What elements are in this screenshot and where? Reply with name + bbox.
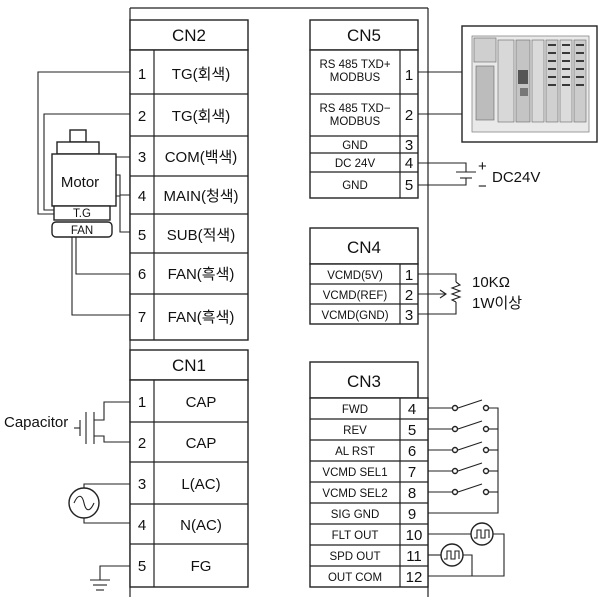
potentiometer-symbol: 10KΩ 1W이상 <box>418 273 522 315</box>
dc24v-source-symbol: + − DC24V <box>418 158 540 195</box>
cn4-title: CN4 <box>347 238 381 257</box>
cn5-pin-2-num: 2 <box>405 107 413 124</box>
cn2-pin-2-label: TG(회색) <box>172 108 230 125</box>
cn2-pin-5-num: 5 <box>138 227 146 244</box>
cn2-pin-1-num: 1 <box>138 66 146 83</box>
cn3-pin-5-label: REV <box>343 425 367 437</box>
cn2-pin-3-num: 3 <box>138 149 146 166</box>
plc-module-image <box>461 25 598 143</box>
cn2-pin-2-num: 2 <box>138 108 146 125</box>
cn2-pin-6-num: 6 <box>138 266 146 283</box>
switch-fwd <box>428 399 490 412</box>
cn2-pin-4-label: MAIN(청색) <box>163 188 238 205</box>
cn3-pin-4-label: FWD <box>342 404 368 416</box>
capacitor-symbol: Capacitor <box>4 401 130 444</box>
cn1-pin-2-num: 2 <box>138 435 146 452</box>
cn3-pin-11-num: 11 <box>406 548 422 565</box>
cn5-pin-1-line2: MODBUS <box>330 72 381 84</box>
cn3-title: CN3 <box>347 372 381 391</box>
cn3-pin-9-label: SIG GND <box>331 509 380 521</box>
cn2-pin-3-label: COM(백색) <box>165 149 238 166</box>
cn4-pin-1-label: VCMD(5V) <box>327 270 383 282</box>
ground-symbol <box>90 565 130 591</box>
input-switches <box>428 399 499 514</box>
cn2-title: CN2 <box>172 26 206 45</box>
dc24v-label: DC24V <box>492 169 540 186</box>
cn5-pin-2-line2: MODBUS <box>330 116 381 128</box>
cn5-connector: CN5 RS 485 TXD+ MODBUS 1 RS 485 TXD− MOD… <box>309 19 419 199</box>
dc24v-minus: − <box>478 178 487 195</box>
motor-symbol: Motor T.G FAN <box>51 129 117 238</box>
cn2-pin-7-label: FAN(흑색) <box>168 308 235 326</box>
motor-label: Motor <box>61 174 99 191</box>
resistor-value: 10KΩ <box>472 274 510 291</box>
cn1-pin-5-label: FG <box>191 558 212 575</box>
cn4-pin-2-label: VCMD(REF) <box>323 290 388 302</box>
cn5-pin-1-num: 1 <box>405 67 413 84</box>
cn4-pin-2-num: 2 <box>405 287 413 304</box>
cn3-pin-12-label: OUT COM <box>328 572 382 584</box>
cn1-pin-4-label: N(AC) <box>180 517 222 534</box>
cn3-pin-9-num: 9 <box>408 506 416 523</box>
cn5-pin-4-label: DC 24V <box>335 158 376 170</box>
cn1-pin-3-num: 3 <box>138 476 146 493</box>
cn1-pin-3-label: L(AC) <box>181 476 220 493</box>
capacitor-label: Capacitor <box>4 414 68 431</box>
cn1-pin-1-label: CAP <box>186 394 217 411</box>
switch-al-rst <box>428 441 490 454</box>
cn1-connector: CN1 1 CAP 2 CAP 3 L(AC) 4 N(AC) 5 FG <box>129 349 249 588</box>
cn4-pin-3-num: 3 <box>405 307 413 324</box>
switch-vcmd-sel2 <box>428 483 490 496</box>
cn4-pin-1-num: 1 <box>405 267 413 284</box>
cn3-connector: CN3 FWD 4 REV 5 AL RST 6 VCMD SEL1 7 VCM… <box>309 361 429 588</box>
cn3-pin-4-num: 4 <box>408 401 416 418</box>
pulse-outputs <box>428 522 505 577</box>
cn3-pin-8-num: 8 <box>408 485 416 502</box>
cn1-pin-4-num: 4 <box>138 517 146 534</box>
pulse-source-spd-out <box>440 543 464 567</box>
cn5-pin-1-line1: RS 485 TXD+ <box>319 59 390 71</box>
cn5-pin-4-num: 4 <box>405 155 413 172</box>
cn3-pin-11-label: SPD OUT <box>329 551 380 563</box>
cn3-pin-8-label: VCMD SEL2 <box>322 488 387 500</box>
cn5-pin-5-num: 5 <box>405 177 413 194</box>
switch-rev <box>428 420 490 433</box>
switch-vcmd-sel1 <box>428 462 490 475</box>
pulse-source-flt-out <box>470 522 494 546</box>
cn5-pin-2-line1: RS 485 TXD− <box>319 103 390 115</box>
cn3-pin-10-num: 10 <box>406 527 423 544</box>
switch-common-bus <box>428 407 499 514</box>
cn1-title: CN1 <box>172 356 206 375</box>
cn2-connector: CN2 1 TG(회색) 2 TG(회색) 3 COM(백색) 4 MAIN(청… <box>129 19 249 341</box>
cn3-pin-12-num: 12 <box>406 569 423 586</box>
cn1-pin-2-label: CAP <box>186 435 217 452</box>
cn1-pin-5-num: 5 <box>138 558 146 575</box>
cn5-pin-3-label: GND <box>342 140 368 152</box>
dc24v-plus: + <box>478 158 487 175</box>
cn3-pin-10-label: FLT OUT <box>332 530 379 542</box>
cn2-pin-4-num: 4 <box>138 188 146 205</box>
cn2-pin-1-label: TG(회색) <box>172 66 230 83</box>
cn4-connector: CN4 VCMD(5V) 1 VCMD(REF) 2 VCMD(GND) 3 <box>309 227 419 325</box>
ac-source-symbol <box>68 483 130 524</box>
motor-tg-label: T.G <box>73 208 91 220</box>
plc-wiring <box>418 71 462 115</box>
cn3-pin-7-label: VCMD SEL1 <box>322 467 387 479</box>
motor-fan-label: FAN <box>71 225 93 237</box>
cn3-pin-6-num: 6 <box>408 443 416 460</box>
cn2-pin-6-label: FAN(흑색) <box>168 265 235 283</box>
cn5-pin-3-num: 3 <box>405 137 413 154</box>
cn5-title: CN5 <box>347 26 381 45</box>
cn3-pin-5-num: 5 <box>408 422 416 439</box>
cn3-pin-6-label: AL RST <box>335 446 375 458</box>
cn1-pin-1-num: 1 <box>138 394 146 411</box>
cn4-pin-3-label: VCMD(GND) <box>321 310 388 322</box>
motor-wiring <box>37 71 130 316</box>
cn3-pin-7-num: 7 <box>408 464 416 481</box>
cn2-pin-7-num: 7 <box>138 309 146 326</box>
cn5-pin-5-label: GND <box>342 180 368 192</box>
cn2-pin-5-label: SUB(적색) <box>167 227 235 244</box>
resistor-rating: 1W이상 <box>472 295 522 312</box>
